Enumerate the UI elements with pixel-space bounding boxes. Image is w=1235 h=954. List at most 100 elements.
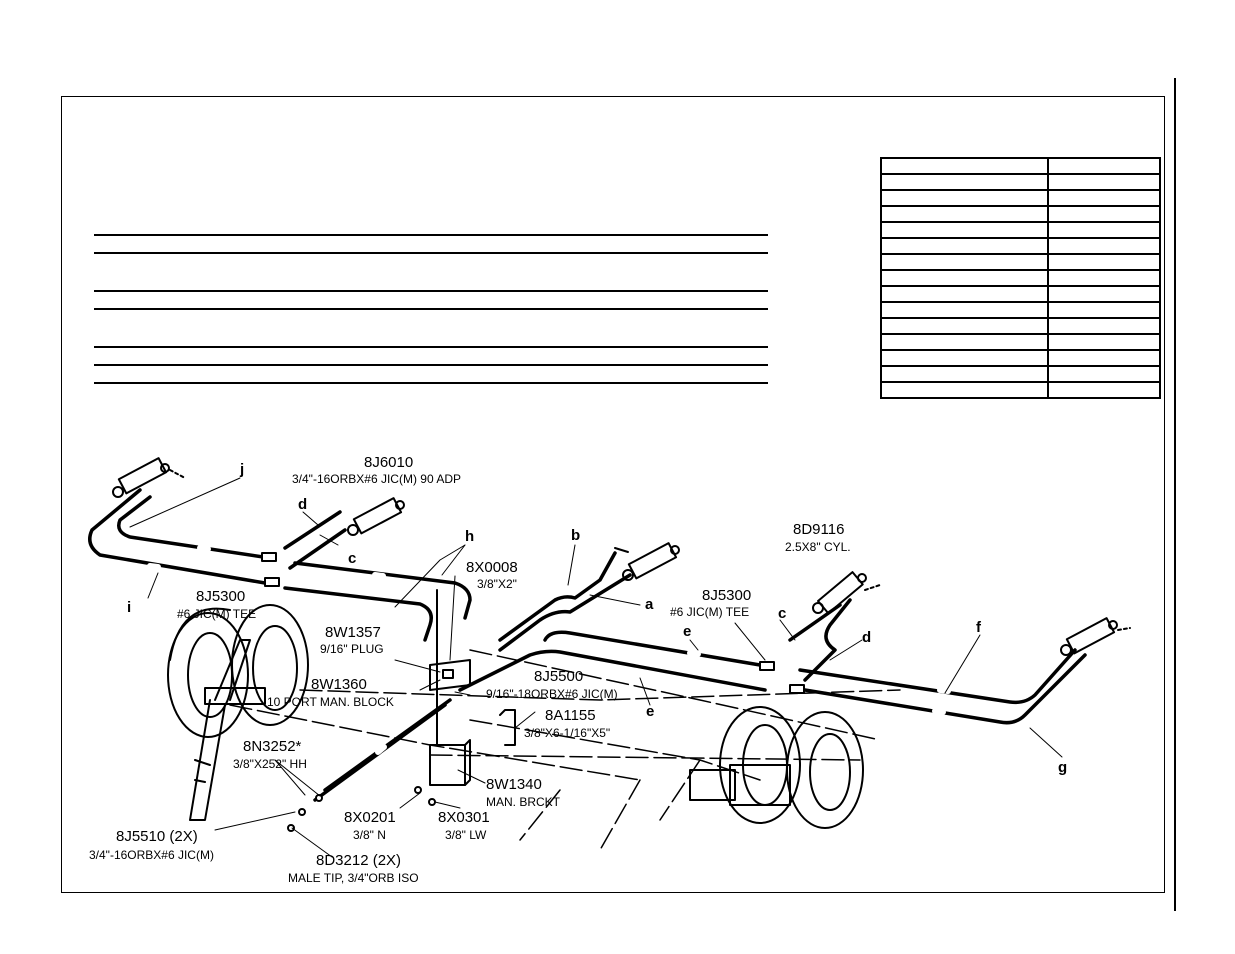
- part-desc-8W1360: 10 PORT MAN. BLOCK: [267, 695, 394, 709]
- part-number-8W1360: 8W1360: [311, 676, 367, 693]
- hose-d-left: [283, 510, 342, 550]
- table-cell: [1047, 221, 1161, 239]
- part-desc-8J5500: 9/16"-18ORBX#6 JIC(M): [486, 687, 618, 701]
- table-cell: [880, 221, 1049, 239]
- table-cell: [1047, 173, 1161, 191]
- part-desc-8D9116: 2.5X8" CYL.: [785, 540, 851, 554]
- parts-table: [880, 157, 1161, 399]
- hose-i: [88, 488, 267, 585]
- hose-letter-f: f: [976, 619, 981, 636]
- hose-letter-b: b: [571, 527, 581, 544]
- table-row: [880, 365, 1161, 383]
- part-number-8W1357: 8W1357: [325, 624, 381, 641]
- table-cell: [1047, 269, 1161, 287]
- hose-letter-g: g: [1058, 759, 1068, 776]
- table-cell: [1047, 301, 1161, 319]
- table-cell: [880, 157, 1049, 175]
- right-wheels: [689, 706, 864, 829]
- cylinder-top-left: [112, 457, 186, 498]
- hose-e-upper: [543, 630, 762, 667]
- cylinder-center: [614, 542, 680, 581]
- part-desc-8W1357: 9/16" PLUG: [320, 642, 384, 656]
- part-desc-8J5300-right: #6 JIC(M) TEE: [670, 605, 750, 619]
- part-desc-8J5510: 3/4"-16ORBX#6 JIC(M): [89, 848, 214, 862]
- part-desc-8N3252: 3/8"X252" HH: [233, 757, 307, 771]
- part-number-8D3212: 8D3212 (2X): [316, 852, 402, 869]
- hose-f: [798, 648, 1077, 705]
- hose-letter-e-upper: e: [683, 623, 692, 640]
- hose-h-lower: [283, 586, 433, 642]
- hoses: [88, 488, 1087, 802]
- cylinder-far-right: [1060, 617, 1131, 656]
- table-cell: [880, 269, 1049, 287]
- table-cell: [880, 349, 1049, 367]
- table-cell: [1047, 189, 1161, 207]
- hose-c-left: [288, 528, 347, 570]
- part-number-8A1155: 8A1155: [545, 707, 596, 724]
- table-cell: [880, 189, 1049, 207]
- part-number-8J5510: 8J5510 (2X): [116, 828, 198, 845]
- table-row: [880, 301, 1161, 319]
- table-cell: [1047, 205, 1161, 223]
- part-number-8J5300-right: 8J5300: [702, 587, 752, 604]
- part-number-8J5500: 8J5500: [534, 668, 584, 685]
- hose-e-lower: [458, 649, 767, 692]
- part-desc-8X0008: 3/8"X2": [477, 577, 517, 591]
- table-cell: [880, 237, 1049, 255]
- table-row: [880, 237, 1161, 255]
- table-cell: [1047, 253, 1161, 271]
- hose-a: [498, 573, 632, 652]
- table-row: [880, 157, 1161, 175]
- part-number-8W1340: 8W1340: [486, 776, 542, 793]
- part-number-8J6010: 8J6010: [364, 454, 414, 471]
- part-desc-8X0201: 3/8" N: [353, 828, 386, 842]
- table-cell: [880, 333, 1049, 351]
- table-cell: [880, 253, 1049, 271]
- trailer-tongue: [189, 639, 266, 821]
- hose-g: [803, 653, 1087, 725]
- table-cell: [1047, 317, 1161, 335]
- part-number-8N3252: 8N3252*: [243, 738, 302, 755]
- table-cell: [1047, 349, 1161, 367]
- hose-letter-c-right: c: [778, 605, 787, 622]
- table-row: [880, 333, 1161, 351]
- table-row: [880, 349, 1161, 367]
- part-number-8X0201: 8X0201: [344, 809, 396, 826]
- hose-lower-left-2: [323, 698, 452, 792]
- table-cell: [880, 285, 1049, 303]
- horizontal-rule: [94, 346, 768, 348]
- leader-lines: [129, 477, 1063, 858]
- hose-letter-h: h: [465, 528, 475, 545]
- table-row: [880, 317, 1161, 335]
- table-cell: [880, 205, 1049, 223]
- horizontal-rule: [94, 252, 768, 254]
- hose-letter-a: a: [645, 596, 654, 613]
- fittings: [261, 552, 805, 832]
- part-desc-8A1155: 3/8"X6-1/16"X5": [524, 726, 611, 740]
- table-cell: [880, 381, 1049, 399]
- hose-d-right: [803, 598, 852, 682]
- hose-letter-e-lower: e: [646, 703, 655, 720]
- cylinder-upper-mid: [347, 497, 405, 536]
- table-row: [880, 381, 1161, 399]
- manifold-bracket: [429, 589, 516, 786]
- cylinders: [112, 457, 1131, 656]
- page-frame: [61, 96, 1165, 893]
- table-cell: [1047, 285, 1161, 303]
- left-wheels: [167, 604, 309, 738]
- right-margin-rule: [1174, 78, 1176, 911]
- hose-j: [117, 495, 272, 560]
- table-cell: [880, 173, 1049, 191]
- part-number-8X0008: 8X0008: [466, 559, 518, 576]
- part-desc-8D3212: MALE TIP, 3/4"ORB ISO: [288, 871, 419, 885]
- table-row: [880, 253, 1161, 271]
- hose-b: [498, 551, 617, 642]
- part-number-8D9116: 8D9116: [793, 521, 845, 538]
- table-row: [880, 269, 1161, 287]
- part-desc-8W1340: MAN. BRCKT: [486, 795, 561, 809]
- table-cell: [1047, 157, 1161, 175]
- horizontal-rule: [94, 364, 768, 366]
- part-desc-8J6010: 3/4"-16ORBX#6 JIC(M) 90 ADP: [292, 472, 461, 486]
- cylinder-right: [812, 571, 881, 615]
